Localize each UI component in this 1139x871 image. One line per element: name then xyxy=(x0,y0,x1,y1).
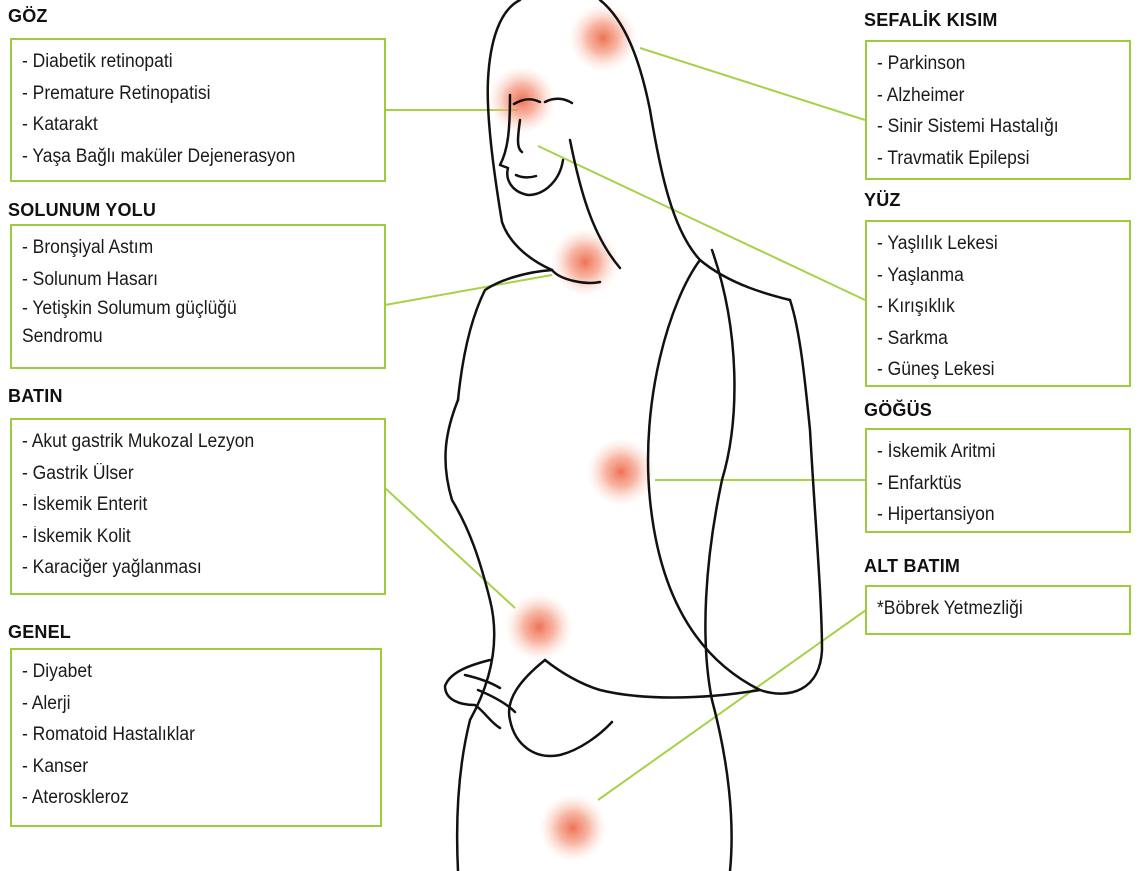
list-item: - Karaciğer yağlanması xyxy=(22,552,346,584)
list-item: - Travmatik Epilepsi xyxy=(877,143,1100,175)
list-item: - Kırışıklık xyxy=(877,291,1100,323)
heading-genel: GENEL xyxy=(8,622,71,643)
heading-alt-batim: ALT BATIM xyxy=(864,556,960,577)
list-item: - Güneş Lekesi xyxy=(877,354,1100,386)
connector-lines xyxy=(385,48,866,800)
heading-solunum: SOLUNUM YOLU xyxy=(8,200,156,221)
box-sefalik: - Parkinson - Alzheimer - Sinir Sistemi … xyxy=(865,40,1131,180)
box-batin: - Akut gastrik Mukozal Lezyon - Gastrik … xyxy=(10,418,386,595)
list-item: - Yaşlılık Lekesi xyxy=(877,228,1100,260)
list-item: - Sinir Sistemi Hastalığı xyxy=(877,111,1100,143)
hotspot-throat xyxy=(551,228,619,296)
list-item: - Solunum Hasarı xyxy=(22,264,346,296)
list-item: - Kanser xyxy=(22,751,342,783)
connector-sefalik xyxy=(640,48,865,120)
list-item: - Alerji xyxy=(22,688,342,720)
box-alt-batim: *Böbrek Yetmezliği xyxy=(865,585,1131,635)
list-item: - Premature Retinopatisi xyxy=(22,78,346,110)
box-solunum: - Bronşiyal Astım - Solunum Hasarı - Yet… xyxy=(10,224,386,369)
list-item: - Gastrik Ülser xyxy=(22,458,346,490)
list-item: - Akut gastrik Mukozal Lezyon xyxy=(22,426,346,458)
list-item: - Yetişkin Solumum güçlüğü Sendromu xyxy=(22,295,270,351)
heading-goz: GÖZ xyxy=(8,6,48,27)
list-item: - Diyabet xyxy=(22,656,342,688)
list-item: - İskemik Aritmi xyxy=(877,436,1100,468)
list-item: - Parkinson xyxy=(877,48,1100,80)
heading-gogus: GÖĞÜS xyxy=(864,400,932,421)
list-item: - Bronşiyal Astım xyxy=(22,232,346,264)
list-item: - Hipertansiyon xyxy=(877,499,1100,531)
connector-alt-batim xyxy=(598,610,866,800)
list-item: - İskemik Kolit xyxy=(22,521,346,553)
list-item: - Yaşa Bağlı maküler Dejenerasyon xyxy=(22,141,346,173)
list-item: *Böbrek Yetmezliği xyxy=(877,593,1100,625)
woman-outline xyxy=(445,0,822,871)
hotspot-chest xyxy=(587,438,655,506)
list-item: - İskemik Enterit xyxy=(22,489,346,521)
list-item: - Yaşlanma xyxy=(877,260,1100,292)
list-item: - Diabetik retinopati xyxy=(22,46,346,78)
heading-sefalik: SEFALİK KISIM xyxy=(864,10,998,31)
box-goz: - Diabetik retinopati - Premature Retino… xyxy=(10,38,386,182)
connector-solunum xyxy=(385,275,552,305)
heading-batin: BATIN xyxy=(8,386,63,407)
list-item: - Ateroskleroz xyxy=(22,782,342,814)
list-item: - Alzheimer xyxy=(877,80,1100,112)
heading-yuz: YÜZ xyxy=(864,190,901,211)
box-gogus: - İskemik Aritmi - Enfarktüs - Hipertans… xyxy=(865,428,1131,533)
list-item: - Enfarktüs xyxy=(877,468,1100,500)
hotspot-abdomen xyxy=(505,593,573,661)
list-item: - Katarakt xyxy=(22,109,346,141)
connector-batin xyxy=(385,488,515,608)
box-genel: - Diyabet - Alerji - Romatoid Hastalıkla… xyxy=(10,648,382,827)
box-yuz: - Yaşlılık Lekesi - Yaşlanma - Kırışıklı… xyxy=(865,220,1131,387)
list-item: - Sarkma xyxy=(877,323,1100,355)
hotspot-lower-abdomen xyxy=(539,794,607,862)
list-item: - Romatoid Hastalıklar xyxy=(22,719,342,751)
